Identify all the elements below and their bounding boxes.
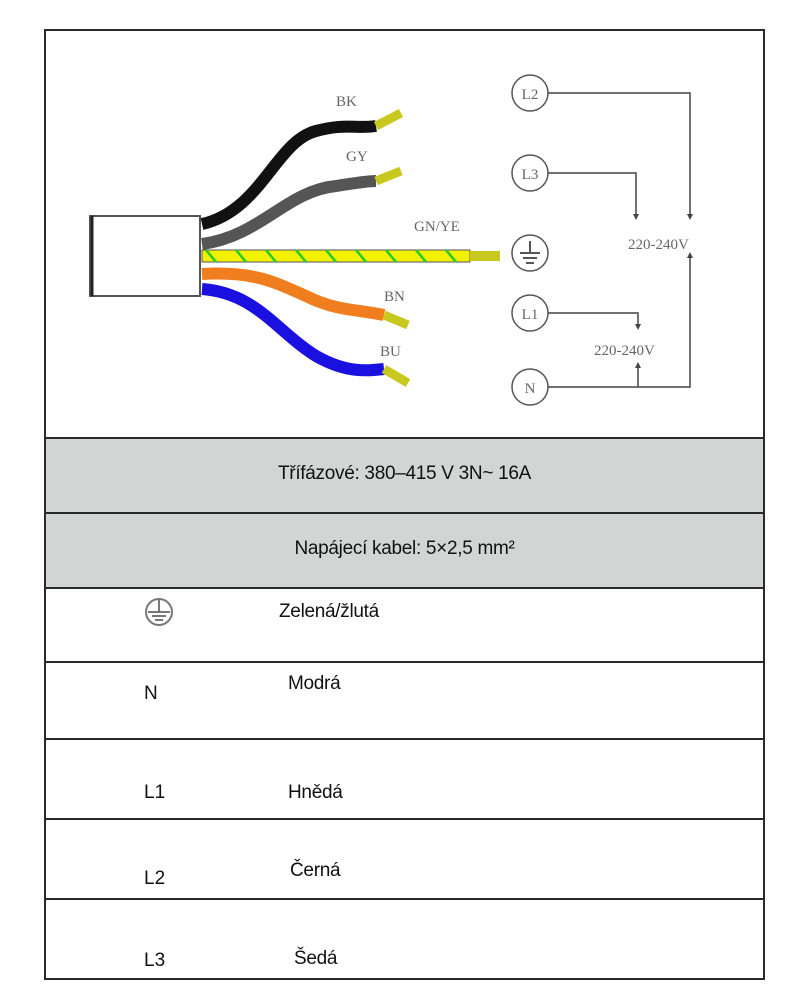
- color-name: Šedá: [294, 948, 338, 969]
- color-name: Zelená/žlutá: [279, 601, 379, 622]
- terminal-label: L3: [144, 950, 166, 971]
- label-gy: GY: [346, 149, 368, 165]
- wire-tip: [470, 251, 500, 261]
- wire-blue: [201, 283, 385, 377]
- svg-text:N: N: [525, 381, 536, 397]
- color-name: Hnědá: [288, 782, 343, 803]
- wire-tip: [374, 166, 403, 186]
- wire-grey: [201, 175, 377, 250]
- label-bn: BN: [384, 289, 405, 305]
- cable-illustration: BK GY GN/YE BN BU L2 L3 L1 N: [89, 74, 693, 406]
- color-name: Modrá: [288, 673, 341, 694]
- table-row: L2 Černá: [46, 818, 763, 898]
- supply-row: Třífázové: 380–415 V 3N~ 16A: [46, 437, 763, 512]
- wire-tip: [373, 109, 404, 130]
- table-row: L3 Šedá: [46, 898, 763, 978]
- cable-row: Napájecí kabel: 5×2,5 mm²: [46, 512, 763, 587]
- voltage-upper: 220-240V: [628, 237, 689, 253]
- earth-symbol: [520, 241, 540, 264]
- wiring-diagram: BK GY GN/YE BN BU L2 L3 L1 N: [46, 31, 763, 437]
- svg-text:L3: L3: [522, 167, 539, 183]
- label-gnye: GN/YE: [414, 219, 460, 235]
- wire-tip: [382, 310, 410, 330]
- wire-black: [200, 120, 377, 230]
- label-bu: BU: [380, 344, 401, 360]
- svg-text:L1: L1: [522, 307, 539, 323]
- wire-tip: [381, 365, 411, 387]
- table-row: Zelená/žlutá: [46, 587, 763, 661]
- cable-sheath: [89, 215, 201, 297]
- color-name: Černá: [290, 860, 341, 881]
- wiring-table: BK GY GN/YE BN BU L2 L3 L1 N: [44, 29, 765, 980]
- terminal-label: L2: [144, 868, 166, 889]
- label-bk: BK: [336, 94, 357, 110]
- table-row: L1 Hnědá: [46, 738, 763, 818]
- terminal-label: L1: [144, 782, 166, 803]
- wire-brown: [201, 267, 386, 321]
- table-row: N Modrá: [46, 661, 763, 738]
- svg-text:L2: L2: [522, 87, 539, 103]
- cable-spec: Napájecí kabel: 5×2,5 mm²: [294, 538, 515, 559]
- terminal-label: N: [144, 683, 158, 704]
- supply-spec: Třífázové: 380–415 V 3N~ 16A: [277, 463, 532, 484]
- voltage-lower: 220-240V: [594, 343, 655, 359]
- earth-icon: [145, 598, 173, 626]
